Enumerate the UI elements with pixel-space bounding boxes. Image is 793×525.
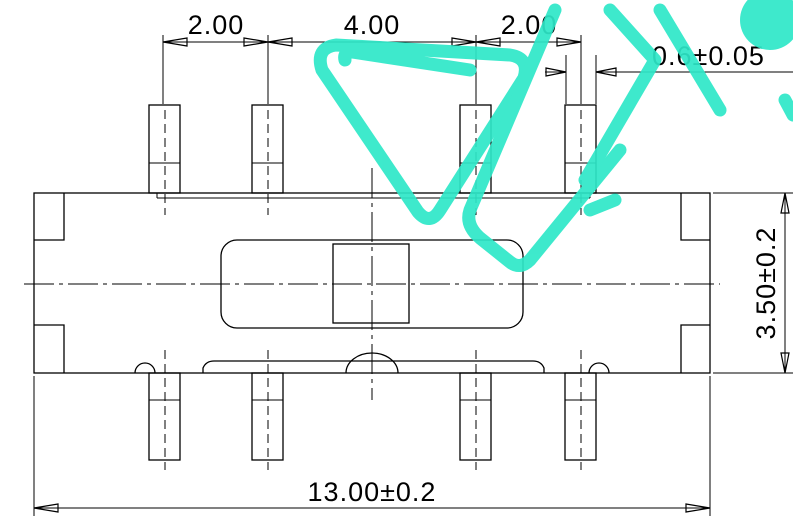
dimension-labels: 2.00 4.00 2.00 0.6±0.05 3.50±0.2 13.00±0…: [188, 10, 781, 507]
dim-pitch-left: 2.00: [188, 10, 245, 40]
watermark-stroke-7: [778, 93, 793, 122]
watermark-logo: [313, 0, 793, 272]
bottom-contour: [202, 360, 545, 373]
watermark-stroke-4: [578, 3, 662, 187]
watermark-stroke-5: [653, 3, 727, 117]
watermark-stroke-1: [313, 38, 532, 225]
watermark-stroke-6: [583, 193, 622, 217]
dim-pitch-middle: 4.00: [344, 10, 401, 40]
dimension-lines: [33, 35, 793, 516]
watermark-stroke-2: [338, 45, 477, 77]
bottom-pins: [134, 362, 610, 461]
watermark-stroke-3: [462, 3, 627, 272]
dim-overall-length: 13.00±0.2: [308, 477, 437, 507]
center-lines: [24, 110, 720, 470]
dim-body-height: 3.50±0.2: [751, 227, 781, 340]
watermark-dot: [740, 0, 793, 50]
dim-pin-width: 0.6±0.05: [652, 41, 765, 71]
